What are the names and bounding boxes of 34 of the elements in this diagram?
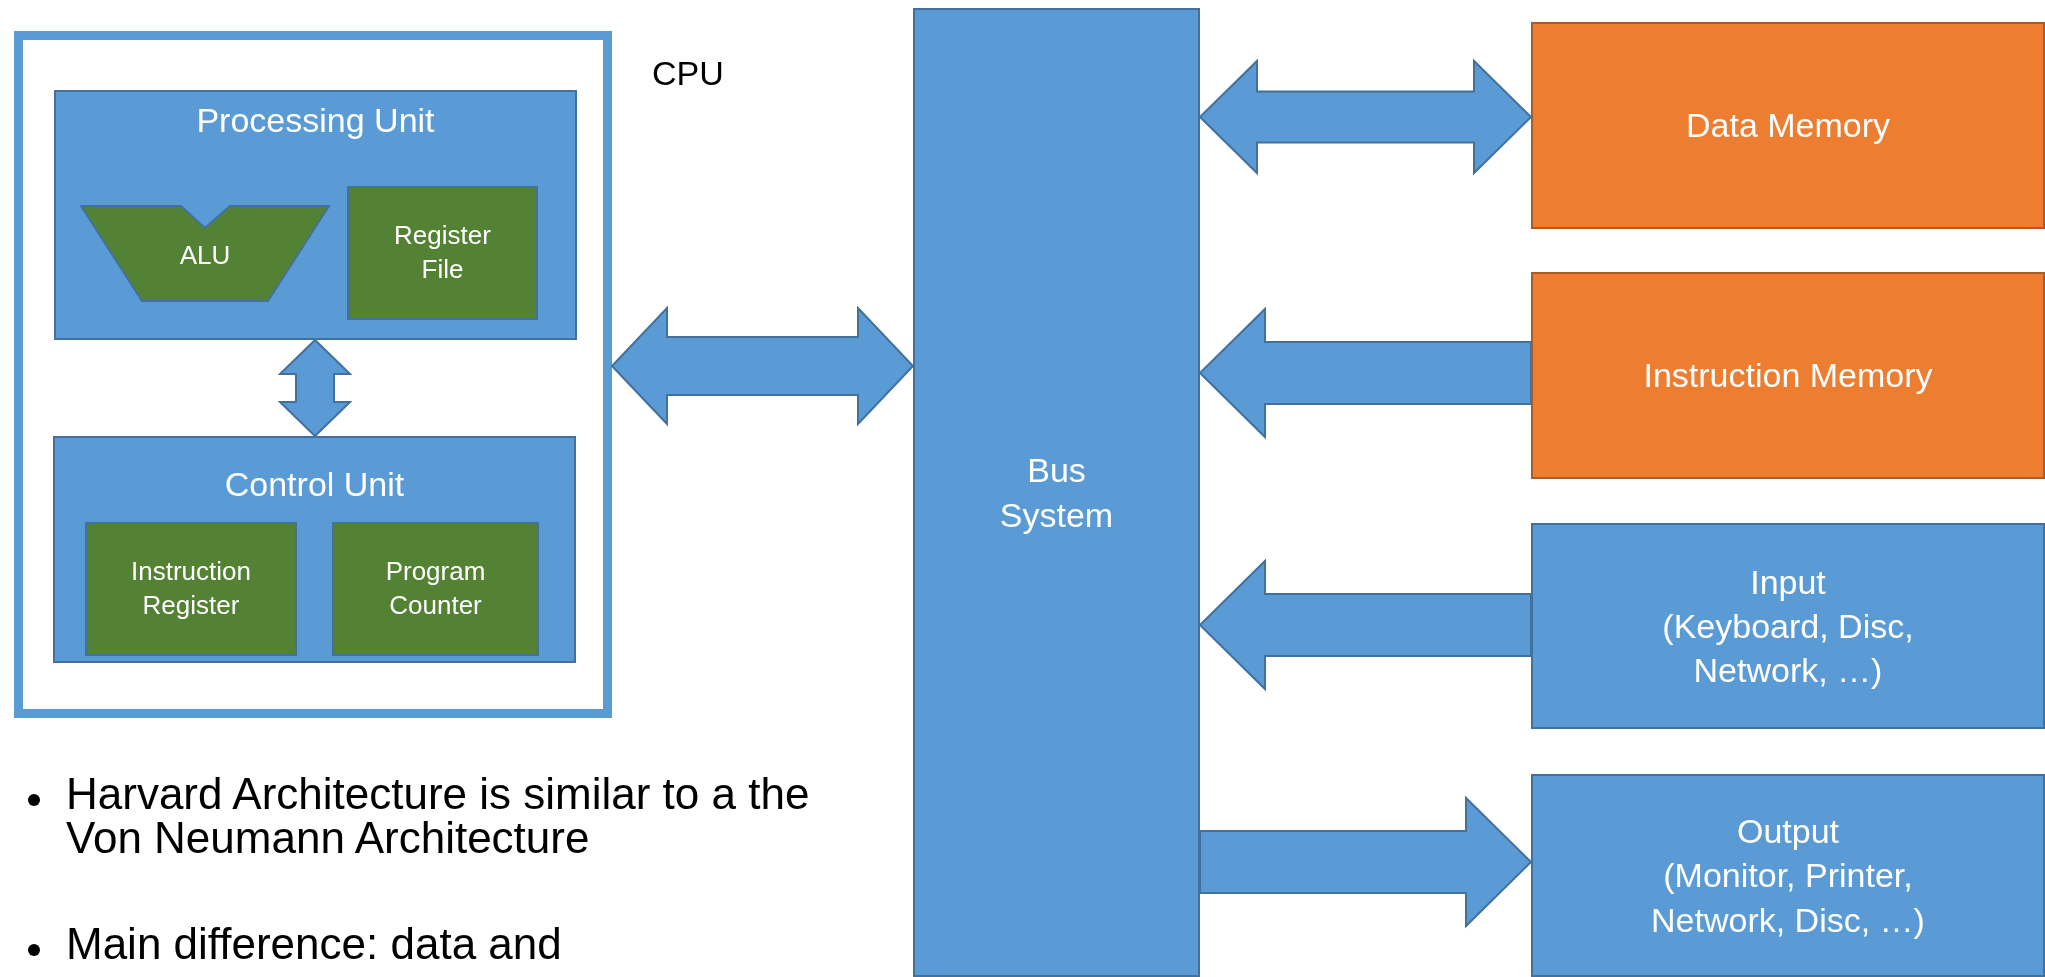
node-text: (Monitor, Printer, Network, Disc, …) [1650,855,1926,941]
block-arrow [1198,58,1533,176]
node-text: (Keyboard, Disc, Network, …) [1661,605,1915,692]
node-text: Bus System [998,450,1115,536]
node-text: Processing Unit [196,100,435,141]
processing-unit-box [54,90,577,340]
control-unit-box [53,436,576,663]
block-arrow [1198,306,1532,440]
instruction-register-box [85,522,297,656]
register-file-box [347,186,538,320]
node-text: ALU [179,239,231,272]
node-text: Register File [393,219,492,286]
data-memory-box [1531,22,2045,229]
alu-trapezoid [80,205,330,302]
bus-system-bar [913,8,1200,977]
node-text: Instruction Register [130,555,252,622]
node-text: Data Memory [1685,105,1891,147]
node-text: Instruction Memory [1643,355,1933,397]
cpu-frame [14,31,612,718]
program-counter-box [332,522,539,656]
node-text: Program Counter [384,555,487,622]
block-arrow [610,305,915,427]
node-text: Output [1736,811,1840,853]
output-box [1531,774,2045,977]
block-arrow [1198,558,1532,692]
node-text: Input [1750,561,1826,603]
input-box [1531,523,2045,729]
bullet-text: Main difference: data and [66,922,562,966]
node-text: Control Unit [224,464,405,505]
block-arrow [277,338,353,438]
node-caption: CPU [652,56,724,90]
instruction-memory-box [1531,272,2045,479]
bullet-text: Harvard Architecture is similar to a the Von Neumann Architecture [66,772,811,860]
block-arrow [1199,795,1533,929]
